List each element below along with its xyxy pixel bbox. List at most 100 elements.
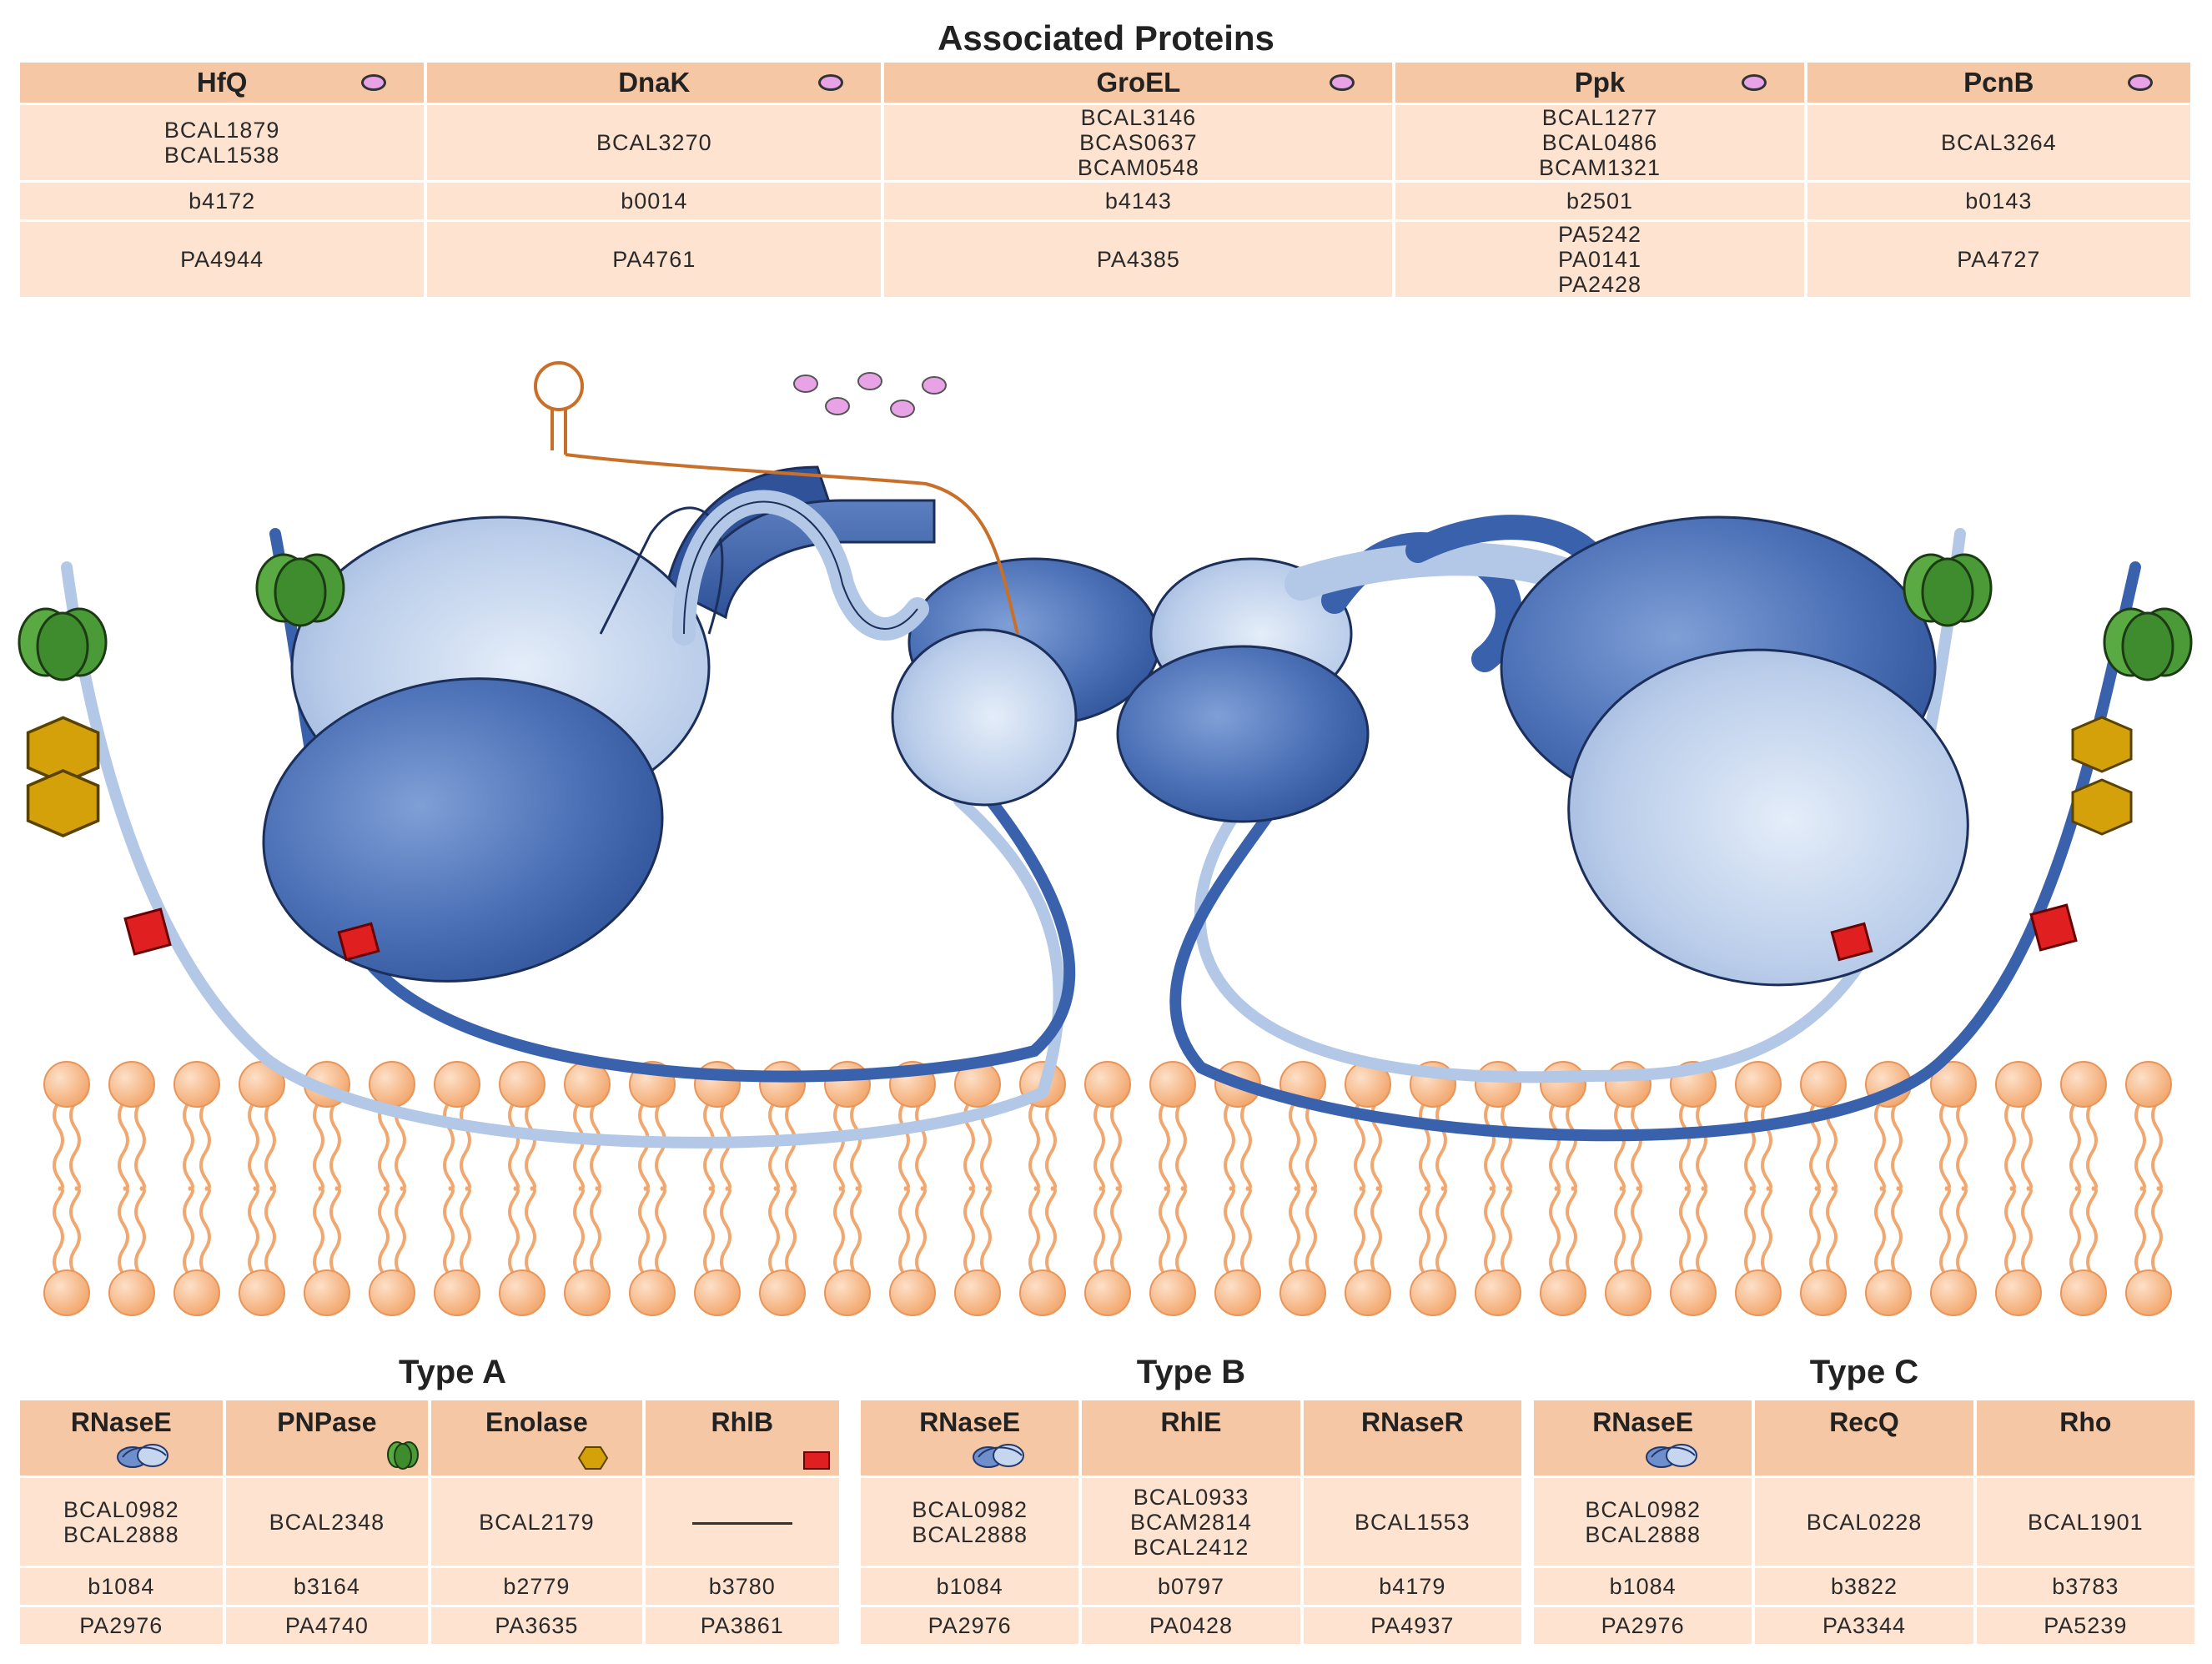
table-cell: b3822 [1755, 1568, 1973, 1605]
lipid-head [629, 1269, 676, 1316]
lipid-tail [329, 1187, 341, 1276]
associated-protein-icon [1741, 74, 1767, 91]
lipid-tail [1093, 1187, 1105, 1276]
lipid-tail [1696, 1187, 1707, 1276]
table-cell: BCAL1553 [1303, 1478, 1521, 1566]
column-header-rnasee: RNaseE [861, 1400, 1079, 1475]
lipid-head [1930, 1061, 1977, 1108]
associated-protein-icon [361, 74, 387, 91]
lipid-tail [2021, 1187, 2033, 1276]
lipid-tail [638, 1101, 650, 1190]
table-cell: PA4385 [884, 222, 1393, 297]
lipid-tail [69, 1101, 81, 1190]
lipid-head [304, 1269, 350, 1316]
lipid-tail [898, 1101, 910, 1190]
lipid-tail [1484, 1187, 1496, 1276]
lipid-tail [2004, 1187, 2016, 1276]
lipid-head [1214, 1269, 1261, 1316]
lipid-tail [1240, 1187, 1252, 1276]
lipid-tail [1631, 1101, 1642, 1190]
table-cell: b1084 [20, 1568, 223, 1605]
lipid-tail [248, 1187, 259, 1276]
column-header-rho: Rho [1976, 1400, 2194, 1475]
table-cell: PA3344 [1755, 1607, 1973, 1644]
lipid-tail [1419, 1101, 1430, 1190]
associated-protein-icon [818, 74, 844, 91]
table-header-row: RNaseE RecQ Rho [1534, 1400, 2194, 1475]
lipid-tail [703, 1101, 715, 1190]
lipid-head [1865, 1269, 1912, 1316]
lipid-tail [1159, 1187, 1170, 1276]
table-header-row: RNaseE RhlE RNaseR [861, 1400, 1521, 1475]
lipid-head [2060, 1061, 2107, 1108]
lipid-head [43, 1269, 90, 1316]
lipid-head [759, 1061, 806, 1108]
associated-protein-icon [2128, 74, 2153, 91]
lipid-tail [1305, 1101, 1317, 1190]
table-row: BCAL0982 BCAL2888 BCAL0933 BCAM2814 BCAL… [861, 1478, 1521, 1566]
pnpase-trimer-right-inner [1903, 553, 1993, 627]
lipid-tail [573, 1187, 585, 1276]
lipid-tail [785, 1187, 797, 1276]
lipid-head [1084, 1269, 1131, 1316]
table-row: b1084 b0797 b4179 [861, 1568, 1521, 1605]
lipid-tail [2004, 1101, 2016, 1190]
table-cell: PA3861 [645, 1607, 839, 1644]
lipid-tail [378, 1101, 390, 1190]
lipid-tail [1874, 1187, 1886, 1276]
column-header-hfq: HfQ [20, 63, 425, 103]
rnase-e-left [262, 465, 1161, 983]
lipid-head [1149, 1061, 1196, 1108]
lipid-tail [1744, 1101, 1756, 1190]
lipid-tail [980, 1101, 992, 1190]
lipid-tail [1028, 1101, 1040, 1190]
table-cell: BCAL0228 [1755, 1478, 1973, 1566]
lipid-tail [1614, 1187, 1626, 1276]
lipid-tail [785, 1101, 797, 1190]
lipid-tail [508, 1101, 520, 1190]
lipid-tail [1891, 1187, 1903, 1276]
lipid-tail [1566, 1187, 1577, 1276]
table-row: BCAL0982 BCAL2888 BCAL0228 BCAL1901 [1534, 1478, 2194, 1566]
lipid-head [108, 1269, 155, 1316]
lipid-head [889, 1269, 936, 1316]
lipid-tail [2069, 1101, 2081, 1190]
table-cell: BCAL3146 BCAS0637 BCAM0548 [884, 105, 1393, 180]
lipid-tail [118, 1101, 129, 1190]
rhlb-left-inner [337, 922, 380, 962]
table-cell: b4143 [884, 183, 1393, 219]
lipid-tail [1093, 1101, 1105, 1190]
column-header-rhle: RhlE [1082, 1400, 1300, 1475]
lipid-tail [2151, 1187, 2163, 1276]
lipid-head [1149, 1269, 1196, 1316]
table-cell: BCAL3270 [427, 105, 882, 180]
table-cell: PA2976 [1534, 1607, 1752, 1644]
rna-strand [534, 361, 1019, 635]
lipid-tail [915, 1187, 927, 1276]
column-header-rnasee: RNaseE [20, 1400, 223, 1475]
lipid-tail [199, 1187, 211, 1276]
lipid-tail [443, 1187, 455, 1276]
lipid-tail [53, 1187, 64, 1276]
rhlb-icon [803, 1451, 830, 1470]
lipid-tail [1549, 1187, 1561, 1276]
lipid-tail [264, 1101, 276, 1190]
rnase-icon [116, 1444, 168, 1468]
lipid-tail [1744, 1187, 1756, 1276]
rnase-tail-left-light [61, 561, 1065, 1149]
lipid-bilayer [43, 1061, 2172, 1316]
rhlb-left-outer [123, 907, 172, 956]
table-cell: b3780 [645, 1568, 839, 1605]
lipid-tail [2086, 1187, 2098, 1276]
lipid-tail [1045, 1187, 1057, 1276]
lipid-head [239, 1269, 285, 1316]
lipid-tail [248, 1101, 259, 1190]
lipid-head [1019, 1269, 1066, 1316]
lipid-tail [1761, 1187, 1772, 1276]
table-cell: b4172 [20, 183, 425, 219]
table-row: b4172 b0014 b4143 b2501 b0143 [20, 183, 2190, 219]
pnpase-trimer-left-inner [255, 553, 345, 627]
lipid-tail [1045, 1101, 1057, 1190]
lipid-tail [1874, 1101, 1886, 1190]
lipid-tail [833, 1101, 845, 1190]
